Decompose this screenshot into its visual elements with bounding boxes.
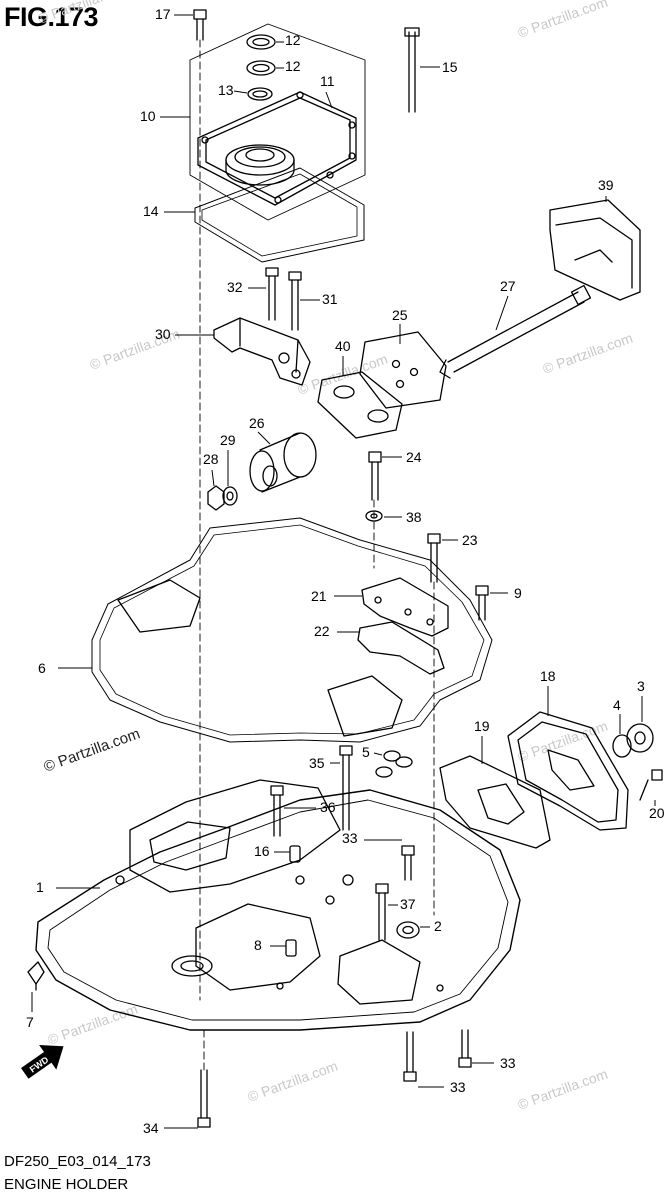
- callout-number: 20: [649, 805, 665, 821]
- callout-number: 29: [220, 432, 236, 448]
- callout-number: 8: [254, 937, 262, 953]
- leader-line: [257, 431, 271, 445]
- leader-lines: [31, 14, 656, 1129]
- callout-number: 16: [254, 843, 270, 859]
- callout-number: 35: [309, 755, 325, 771]
- callout-number: 23: [462, 532, 478, 548]
- callout-number: 33: [450, 1079, 466, 1095]
- callout-number: 22: [314, 623, 330, 639]
- callout-number: 33: [342, 830, 358, 846]
- callout-number: 34: [143, 1120, 159, 1136]
- side-cover-group: [375, 711, 663, 849]
- callout-number: 10: [140, 108, 156, 124]
- drawing-name: ENGINE HOLDER: [4, 1176, 129, 1193]
- callout-number: 13: [218, 82, 234, 98]
- watermark-text: © Partzilla.com: [46, 1001, 140, 1048]
- watermark-text: © Partzilla.com: [516, 1066, 610, 1113]
- callout-number: 5: [362, 744, 370, 760]
- watermark-text: © Partzilla.com: [516, 0, 610, 41]
- callout-number: 12: [285, 58, 301, 74]
- callout-number: 32: [227, 279, 243, 295]
- callout-number: 19: [474, 718, 490, 734]
- watermark-text: © Partzilla.com: [516, 718, 610, 765]
- leader-line: [373, 752, 383, 756]
- leader-line: [325, 91, 333, 109]
- callout-number: 30: [155, 326, 171, 342]
- drawing-code: DF250_E03_014_173: [4, 1153, 151, 1170]
- watermark-text: © Partzilla.com: [246, 1058, 340, 1105]
- callout-number: 26: [249, 415, 265, 431]
- gasket-group: [91, 517, 493, 916]
- callout-number: 28: [203, 451, 219, 467]
- callout-number: 14: [143, 203, 159, 219]
- watermark-text: © Partzilla.com: [36, 0, 130, 27]
- leader-line: [233, 90, 248, 94]
- callout-number: 27: [500, 278, 516, 294]
- callout-number: 39: [598, 177, 614, 193]
- figure-title: FIG.173: [4, 2, 99, 32]
- callout-number: 11: [320, 73, 335, 89]
- watermark-text: © Partzilla.com: [541, 330, 635, 377]
- mount-group: [207, 199, 641, 569]
- upper-cover-group: [189, 9, 420, 1001]
- callout-number: 21: [311, 588, 327, 604]
- leader-line: [495, 295, 509, 331]
- callout-number: 40: [335, 338, 351, 354]
- callout-number: 33: [500, 1055, 516, 1071]
- callout-number: 24: [406, 449, 422, 465]
- callout-number: 31: [322, 291, 338, 307]
- callout-number: 36: [320, 799, 336, 815]
- callout-number: 6: [38, 660, 46, 676]
- watermark-text-dark: © Partzilla.com: [42, 725, 143, 776]
- callout-number: 2: [434, 918, 442, 934]
- callout-number: 9: [514, 585, 522, 601]
- leader-line: [211, 469, 215, 487]
- callout-number: 1: [36, 879, 44, 895]
- callout-number: 4: [613, 697, 621, 713]
- callout-number: 25: [392, 307, 408, 323]
- watermark-layer: © Partzilla.com © Partzilla.com © Partzill…: [36, 0, 635, 1113]
- callout-number: 3: [637, 678, 645, 694]
- callout-number: 15: [442, 59, 458, 75]
- callout-number: 12: [285, 32, 301, 48]
- callout-number: 37: [400, 896, 416, 912]
- callout-number: 18: [540, 668, 556, 684]
- callout-number: 7: [26, 1014, 34, 1030]
- engine-holder-body: [27, 745, 521, 1128]
- callout-number: 38: [406, 509, 422, 525]
- callout-number: 17: [155, 6, 171, 22]
